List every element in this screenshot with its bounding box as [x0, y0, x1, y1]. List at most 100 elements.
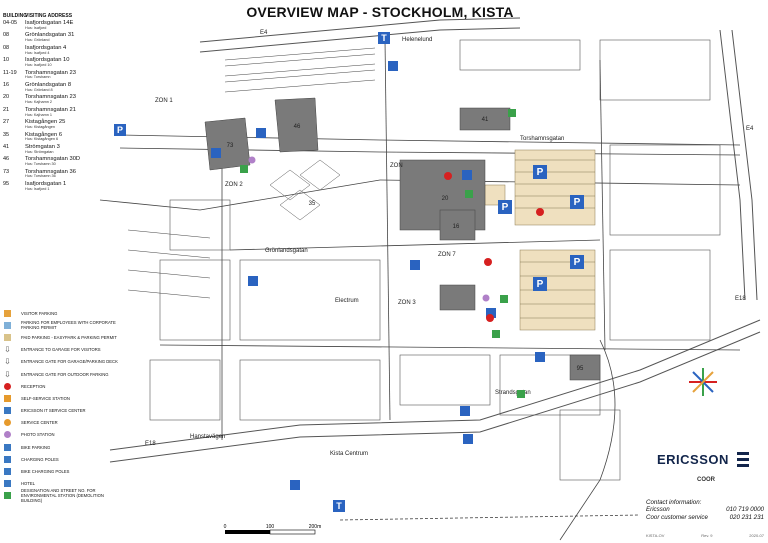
- legend-label: PHOTO STATION: [21, 432, 55, 438]
- building-number: 10: [3, 57, 10, 64]
- legend-label: PAID PARKING - EASYPARK & PARKING PERMIT: [21, 334, 117, 340]
- lower-road: [159, 344, 741, 351]
- building-number: 11-19: [3, 69, 17, 76]
- contact-phone: 020 231 231: [729, 513, 764, 521]
- house-name: Hus: Torshamn 36: [25, 174, 56, 179]
- service-center-icon: [4, 407, 11, 415]
- legend-row: PHOTO STATION: [4, 429, 124, 441]
- building-number: 08: [3, 44, 10, 51]
- vertical-road-1: [384, 39, 391, 421]
- building-number: 20: [3, 94, 10, 101]
- svg-text:P: P: [537, 279, 544, 290]
- map-code: KISTA-OV: [646, 533, 665, 538]
- parking-icon[interactable]: P: [114, 124, 126, 136]
- reception-icons: [444, 172, 544, 322]
- svg-text:P: P: [537, 167, 544, 178]
- building-number: 46: [3, 156, 10, 163]
- e18-highway-edge: [109, 319, 761, 451]
- svg-text:P: P: [574, 197, 581, 208]
- hotel-icon: [4, 480, 11, 488]
- building-41-label: 41: [482, 117, 489, 123]
- svg-text:T: T: [336, 501, 342, 511]
- parking-icon[interactable]: P: [533, 165, 547, 179]
- house-name: Hus: Kajhamn 1: [25, 112, 53, 117]
- parking-rows-top: [224, 47, 376, 93]
- recycling-icon: [4, 492, 11, 500]
- building-number: 73: [3, 168, 10, 175]
- helenelund-station-icon: T: [378, 32, 390, 44]
- zone-7-label: ZON 7: [438, 252, 456, 258]
- house-name: Hus: Isafjord 1: [25, 186, 50, 191]
- e4-east-label: E4: [746, 126, 754, 132]
- visiting-address: Grönlandsgatan 8: [25, 81, 72, 88]
- parking-icon[interactable]: P: [533, 277, 547, 291]
- parking-icon[interactable]: P: [570, 255, 584, 269]
- curve-road: [559, 339, 616, 541]
- visiting-address: Strömgatan 3: [25, 143, 60, 150]
- building-95-label: 95: [577, 366, 584, 372]
- legend-row: ⇩ ENTRANCE TO GARAGE FOR VISITORS: [4, 344, 124, 356]
- strandsgatan-label: Strandsgatan: [495, 390, 531, 396]
- building-number: 41: [3, 143, 10, 150]
- scale-bar: 0 100 200m: [224, 524, 322, 535]
- building-number: 21: [3, 106, 10, 113]
- visitor-parking-icon: [4, 309, 11, 317]
- scale-200-label: 200m: [309, 524, 322, 530]
- zone-2-label: ZON 2: [225, 182, 243, 188]
- torshamnsgatan-road-2: [119, 147, 741, 156]
- legend-row: VISITOR PARKING: [4, 307, 124, 319]
- building-35-label: 35: [309, 201, 316, 207]
- ericsson-star-logo: [689, 368, 717, 396]
- building-73-label: 73: [227, 143, 234, 149]
- e18-east-label: E18: [735, 296, 746, 302]
- recycling-icons: [240, 109, 525, 398]
- house-name: Hus: Grönland: [25, 38, 50, 43]
- visiting-address: Torshamnsgatan 23: [25, 94, 76, 101]
- parking-icon[interactable]: P: [498, 200, 512, 214]
- gronlandsgatan-label: Grönlandsgatan: [265, 248, 308, 254]
- building-number: 35: [3, 131, 10, 138]
- railway: [339, 514, 641, 521]
- building-16-label: 16: [453, 224, 460, 230]
- parking-icon[interactable]: P: [570, 195, 584, 209]
- legend-label: ENTRANCE TO GARAGE FOR VISITORS: [21, 347, 101, 353]
- visiting-address: Torshamnsgatan 36: [25, 168, 76, 175]
- legend-label: BIKE CHARGING POLES: [21, 469, 70, 475]
- zone-3-label: ZON 3: [398, 300, 416, 306]
- e4-highway-edge-2: [199, 27, 521, 53]
- block-outlines: [149, 39, 721, 481]
- paid-parking-icon: [4, 333, 11, 341]
- house-name: Hus: Strömgatan: [25, 149, 54, 154]
- contact-phone: 010 719 0000: [726, 506, 764, 514]
- arrow-down-icon: ⇩: [4, 345, 11, 355]
- legend-row: ERICSSON IT SERVICE CENTER: [4, 405, 124, 417]
- legend-label: RECEPTION: [21, 383, 46, 389]
- visiting-address: Isafjordsgatan 10: [25, 57, 70, 64]
- visiting-address: Grönlandsgatan 31: [25, 32, 75, 39]
- visiting-address: Isafjordsgatan 4: [25, 44, 67, 51]
- map-reference: KISTA-OV Rev. 9 2020-07: [646, 533, 764, 538]
- e18-label: E18: [145, 441, 156, 447]
- visiting-address: Torshamnsgatan 23: [25, 69, 76, 76]
- house-name: Hus: Grönland 8: [25, 87, 53, 92]
- parking-icons[interactable]: P P P P P P: [114, 124, 584, 291]
- legend-row: RECEPTION: [4, 380, 124, 392]
